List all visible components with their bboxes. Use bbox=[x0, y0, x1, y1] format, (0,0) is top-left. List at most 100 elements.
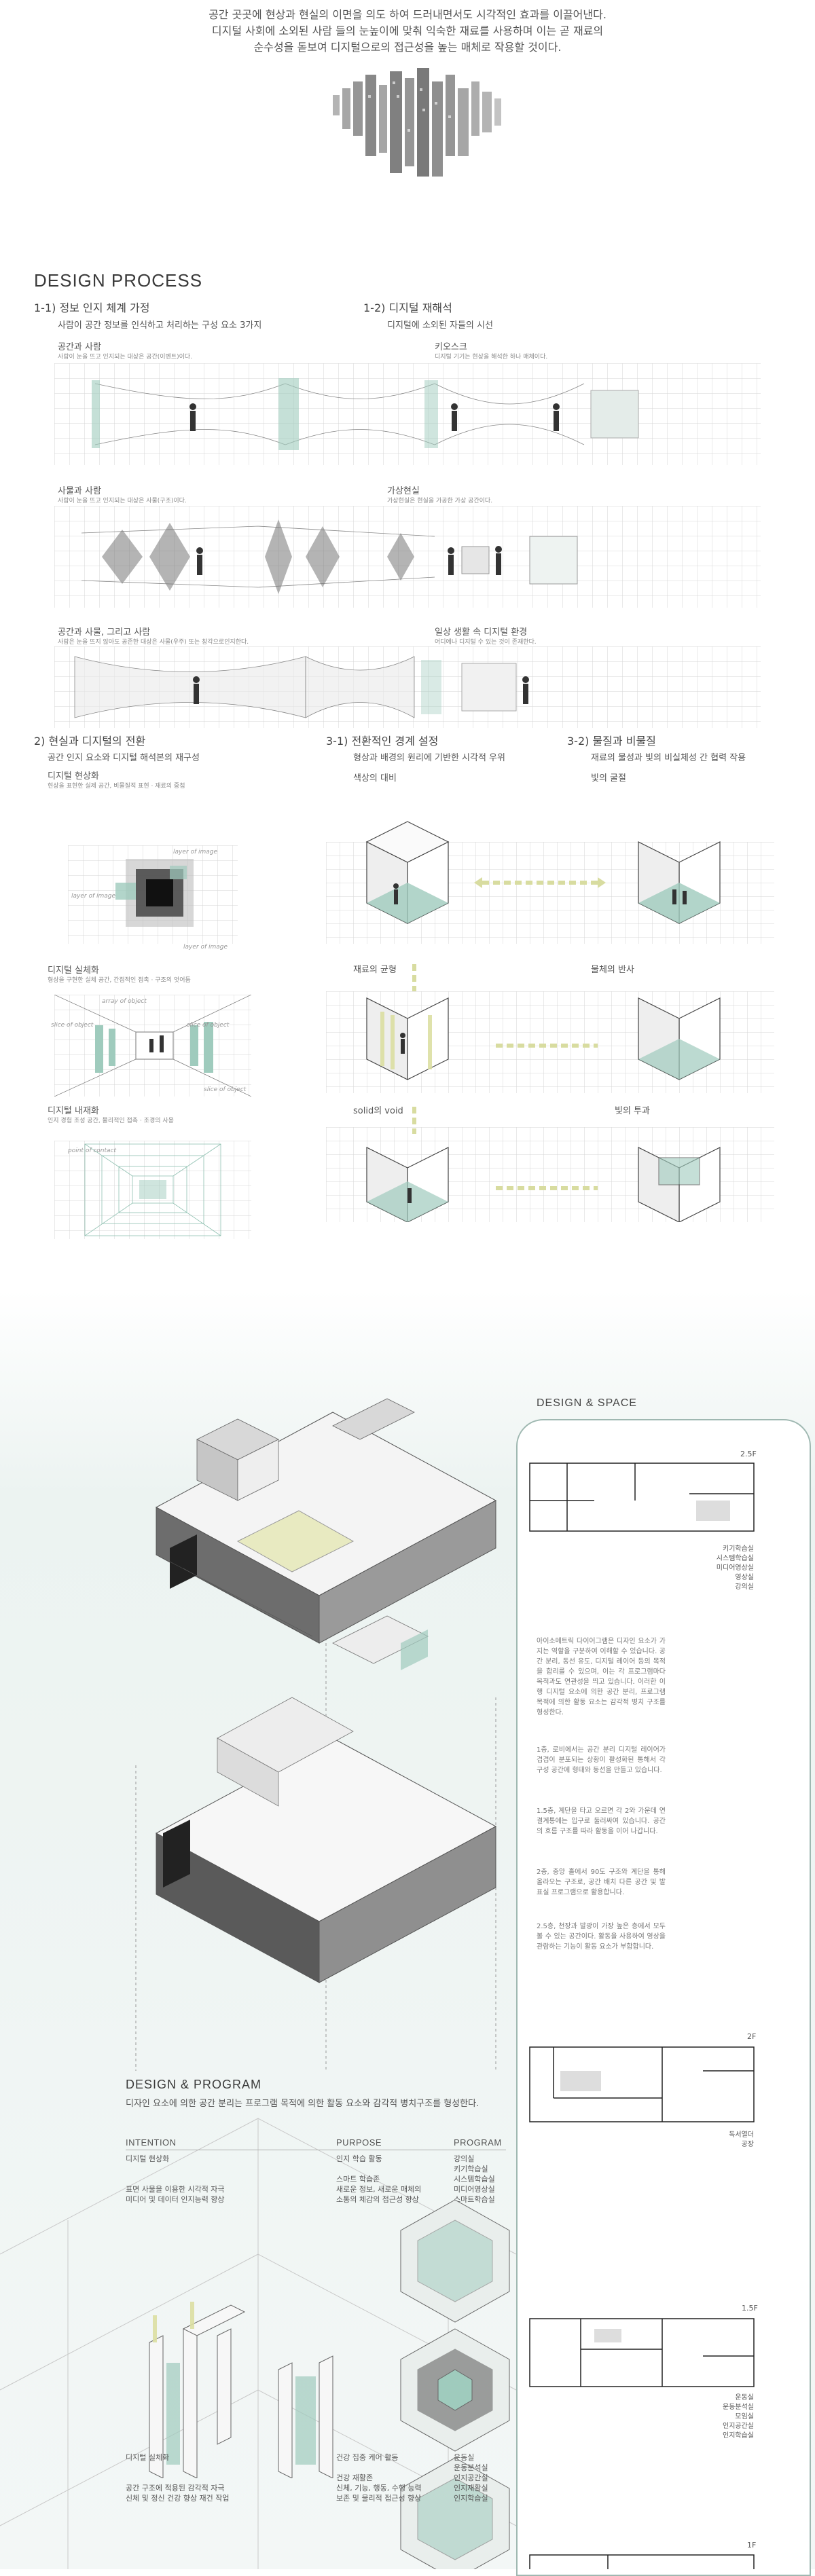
floor-plan-2-5f bbox=[529, 1462, 755, 1532]
program-item: 영상실 bbox=[735, 1574, 754, 1581]
sub-heading: 색상의 대비 bbox=[353, 773, 397, 784]
panel-paragraph: 1층, 로비에서는 공간 분리 디지털 레이어가 겹겹이 분포되는 상황이 활성… bbox=[537, 1746, 666, 1774]
sub-heading: 재료의 균형 bbox=[353, 965, 397, 975]
program-column: 강의실 키기학습실 시스템학습실 미디어영상실 스마트학습실 bbox=[454, 2154, 515, 2205]
row-desc: 어디에나 디지털 수 있는 것이 존재한다. bbox=[435, 639, 537, 646]
intro-line: 순수성을 돋보여 디지털으로의 접근성을 높는 매체로 작용할 것이다. bbox=[253, 41, 562, 54]
table-cell: 인지학습실 bbox=[454, 2494, 488, 2503]
table-cell: 건강 집중 케어 활동 bbox=[336, 2453, 399, 2462]
label-point-of-contact: point of contact bbox=[68, 1147, 117, 1154]
table-cell: 보존 및 물리적 접근성 향상 bbox=[336, 2494, 422, 2503]
block-desc: 형상을 구현한 실체 공간, 간접적인 접촉 · 구조의 엇어둠 bbox=[48, 977, 191, 984]
design-process-title: DESIGN PROCESS bbox=[34, 270, 203, 291]
program-item: 강의실 bbox=[735, 1583, 754, 1591]
floor-label: 1F bbox=[747, 2541, 757, 2550]
block-title: 디지털 실체화 bbox=[48, 965, 99, 976]
panel-paragraph: 아이소메트릭 다이어그램은 디자인 요소가 가지는 역할을 구분하여 이해할 수… bbox=[537, 1638, 666, 1716]
col-header-intention: INTENTION bbox=[126, 2137, 177, 2148]
label-array-of-object: array of object bbox=[102, 998, 147, 1005]
table-cell: 디지털 현상화 bbox=[126, 2154, 170, 2163]
diagram-point-of-contact bbox=[54, 1141, 251, 1239]
table-cell: 건강 재활존 bbox=[336, 2473, 374, 2482]
section-heading: 3-1) 전환적인 경계 설정 bbox=[326, 735, 439, 748]
design-space-title: DESIGN & SPACE bbox=[537, 1397, 637, 1409]
row-desc: 사람이 눈을 뜨고 인지되는 대상은 사물(구조)이다. bbox=[58, 498, 187, 504]
table-cell: 운동실 bbox=[454, 2453, 475, 2462]
table-cell: 표면 사물을 이용한 시각적 자극 bbox=[126, 2185, 225, 2194]
program-item: 인지학습실 bbox=[723, 2432, 754, 2440]
program-item: 모임실 bbox=[735, 2413, 754, 2421]
floor-label: 2F bbox=[747, 2032, 757, 2041]
col-header-purpose: PURPOSE bbox=[336, 2137, 382, 2148]
floor-label: 1.5F bbox=[742, 2304, 758, 2313]
design-program-desc: 디자인 요소에 의한 공간 분리는 프로그램 목적에 의한 활동 요소와 감각적… bbox=[126, 2099, 479, 2109]
axonometric-structure-models bbox=[149, 2302, 333, 2478]
section-desc: 디지털에 소외된 자들의 시선 bbox=[387, 320, 493, 331]
table-cell: 인지재활실 bbox=[454, 2484, 488, 2492]
intro-line: 공간 곳곳에 현상과 현실의 이면을 의도 하여 드러내면서도 시각적인 효과를… bbox=[209, 8, 606, 21]
table-cell: 스마트 학습존 bbox=[336, 2175, 380, 2184]
section-desc: 재료의 물성과 빛의 비실체성 간 협력 작용 bbox=[591, 753, 746, 763]
table-cell: 새로운 정보, 새로운 매체의 bbox=[336, 2185, 422, 2194]
program-item: 시스템학습실 bbox=[716, 1555, 754, 1562]
block-desc: 인지 경험 조성 공간, 물리적인 접촉 · 조경의 사용 bbox=[48, 1118, 174, 1124]
intention-column-2: 디지털 실체화 공간 구조에 적용된 감각적 자극 신체 및 정신 건강 향상 … bbox=[126, 2452, 282, 2503]
block-title: 디지털 내재화 bbox=[48, 1106, 99, 1116]
diagram-object-person bbox=[54, 506, 761, 608]
section-heading: 2) 현실과 디지털의 전환 bbox=[34, 735, 146, 748]
table-cell: 미디어영상실 bbox=[454, 2185, 495, 2194]
section-desc: 사람이 공간 정보를 인식하고 처리하는 구성 요소 3가지 bbox=[58, 320, 262, 331]
diagram-array-of-object bbox=[54, 995, 251, 1097]
table-cell: 시스템학습실 bbox=[454, 2175, 495, 2184]
row-desc: 디지털 기기는 현상을 해석한 하나 매체이다. bbox=[435, 354, 548, 361]
label-slice-of-object: slice of object bbox=[187, 1022, 230, 1029]
section-heading: 1-2) 디지털 재해석 bbox=[363, 301, 452, 314]
table-cell: 신체 및 정신 건강 향상 재건 작업 bbox=[126, 2494, 230, 2503]
table-cell: 인지공간실 bbox=[454, 2473, 488, 2482]
row-title: 사물과 사람 bbox=[58, 486, 101, 496]
label-layer-of-image: layer of image bbox=[173, 849, 218, 855]
label-slice-of-object: slice of object bbox=[51, 1022, 94, 1029]
table-cell: 인지 학습 활동 bbox=[336, 2154, 382, 2163]
row-desc: 사람은 눈을 뜨지 않아도 공존한 대상은 사물(우주) 또는 창각으로인지한다… bbox=[58, 639, 249, 646]
program-item: 운동실 bbox=[735, 2394, 754, 2402]
pixel-city-illustration bbox=[333, 68, 501, 177]
panel-paragraph: 2.5층, 천장과 발광이 가장 높은 층에서 모두 볼 수 있는 공간이다. … bbox=[537, 1923, 666, 1951]
floor-plan-2f bbox=[529, 2046, 755, 2122]
row-desc: 사람이 눈을 뜨고 인지되는 대상은 공간(이벤트)이다. bbox=[58, 354, 193, 361]
floor-plan-1-5f bbox=[529, 2318, 755, 2387]
panel-paragraph: 1.5층, 계단을 타고 오르면 각 2와 가운데 연결계통에는 입구로 둘러싸… bbox=[537, 1807, 666, 1835]
sub-heading: 빛의 투과 bbox=[615, 1106, 650, 1116]
row-title: 가상현실 bbox=[387, 486, 420, 496]
intro-line: 디지털 사회에 소외된 사람 들의 눈높이에 맞춰 익숙한 재료를 사용하며 이… bbox=[211, 24, 604, 37]
program-item: 키기학습실 bbox=[723, 1545, 754, 1553]
table-cell: 소통의 체감의 접근성 향상 bbox=[336, 2195, 419, 2204]
table-cell: 강의실 bbox=[454, 2154, 475, 2163]
diagram-boundary-material bbox=[326, 821, 774, 1222]
col-header-program: PROGRAM bbox=[454, 2137, 502, 2148]
label-slice-of-object: slice of object bbox=[204, 1086, 247, 1093]
design-program-title: DESIGN & PROGRAM bbox=[126, 2078, 262, 2091]
program-item: 미디어영상실 bbox=[716, 1564, 754, 1572]
table-cell: 키기학습실 bbox=[454, 2165, 488, 2173]
label-layer-of-image: layer of image bbox=[71, 893, 116, 900]
program-item: 운동분석실 bbox=[723, 2404, 754, 2411]
exploded-isometric-building bbox=[135, 1398, 497, 2071]
program-item: 독서열더 bbox=[729, 2131, 754, 2139]
intro-text: 공간 곳곳에 현상과 현실의 이면을 의도 하여 드러내면서도 시각적인 효과를… bbox=[136, 7, 679, 56]
diagram-space-object-person bbox=[54, 646, 761, 728]
program-item: 공장 bbox=[741, 2141, 754, 2148]
purpose-column-2: 건강 집중 케어 활동 건강 재활존 신체, 기능, 행동, 수행 능력 보존 … bbox=[336, 2452, 452, 2503]
sub-heading: 물체의 반사 bbox=[591, 965, 634, 975]
table-cell: 미디어 및 데이터 인지능력 향상 bbox=[126, 2195, 225, 2204]
table-cell: 공간 구조에 적용된 감각적 자극 bbox=[126, 2484, 225, 2492]
intention-column: 디지털 현상화 표면 사물을 이용한 시각적 자극 미디어 및 데이터 인지능력… bbox=[126, 2154, 282, 2205]
floor-program-list: 운동실 운동분석실 모임실 인지공간실 인지학습실 bbox=[645, 2393, 754, 2441]
row-title: 일상 생활 속 디지털 환경 bbox=[435, 627, 528, 638]
section-desc: 공간 인지 요소와 디지털 해석본의 재구성 bbox=[48, 753, 200, 763]
table-cell: 운동분석실 bbox=[454, 2463, 488, 2472]
block-title: 디지털 현상화 bbox=[48, 771, 99, 781]
section-heading: 3-2) 물질과 비물질 bbox=[567, 735, 656, 748]
floor-label: 2.5F bbox=[740, 1450, 757, 1458]
hexagon-program-illustrations bbox=[400, 2200, 510, 2569]
